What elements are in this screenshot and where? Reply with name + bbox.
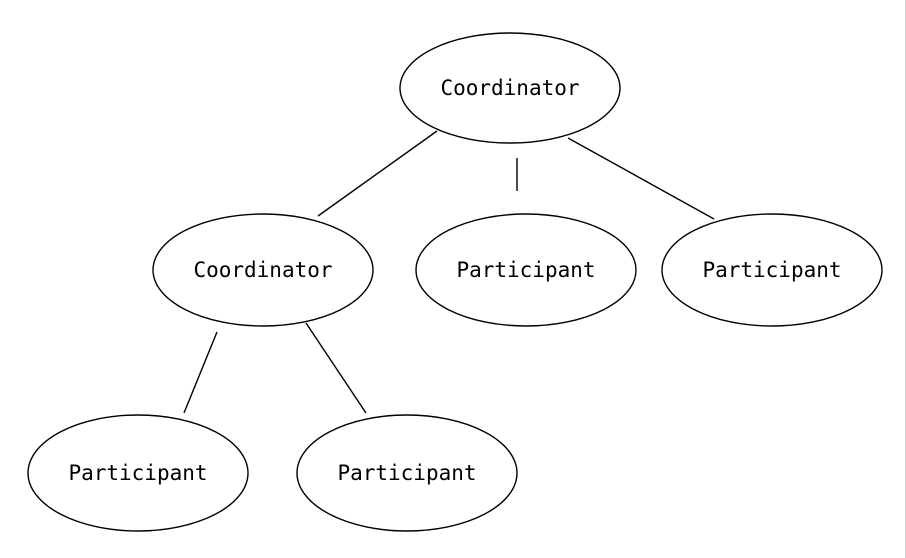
node-shape-ellipse bbox=[415, 213, 637, 327]
edge-sub-coordinator-to-participant-bottom-left bbox=[183, 331, 218, 414]
node-shape-ellipse bbox=[152, 213, 374, 327]
node-shape-ellipse bbox=[399, 32, 621, 144]
node-participant-bottom-left[interactable]: Participant bbox=[27, 414, 249, 532]
edge-group bbox=[183, 130, 715, 414]
node-label-participant-bottom-right: Participant bbox=[337, 461, 476, 485]
node-label-participant-right: Participant bbox=[702, 258, 841, 282]
node-sub-coordinator[interactable]: Coordinator bbox=[152, 213, 374, 327]
node-shape-ellipse bbox=[27, 414, 249, 532]
node-label-participant-center: Participant bbox=[456, 258, 595, 282]
node-shape-ellipse bbox=[296, 414, 518, 532]
node-participant-right[interactable]: Participant bbox=[661, 213, 883, 327]
node-participant-bottom-right[interactable]: Participant bbox=[296, 414, 518, 532]
node-shape-ellipse bbox=[661, 213, 883, 327]
node-label-root-coordinator: Coordinator bbox=[440, 76, 579, 100]
edge-root-to-participant-right bbox=[567, 137, 715, 220]
node-participant-center[interactable]: Participant bbox=[415, 213, 637, 327]
node-root-coordinator[interactable]: Coordinator bbox=[399, 32, 621, 144]
edge-root-to-sub-coordinator bbox=[317, 130, 438, 217]
edge-sub-coordinator-to-participant-bottom-right bbox=[305, 322, 367, 414]
node-label-participant-bottom-left: Participant bbox=[68, 461, 207, 485]
node-label-sub-coordinator: Coordinator bbox=[193, 258, 332, 282]
